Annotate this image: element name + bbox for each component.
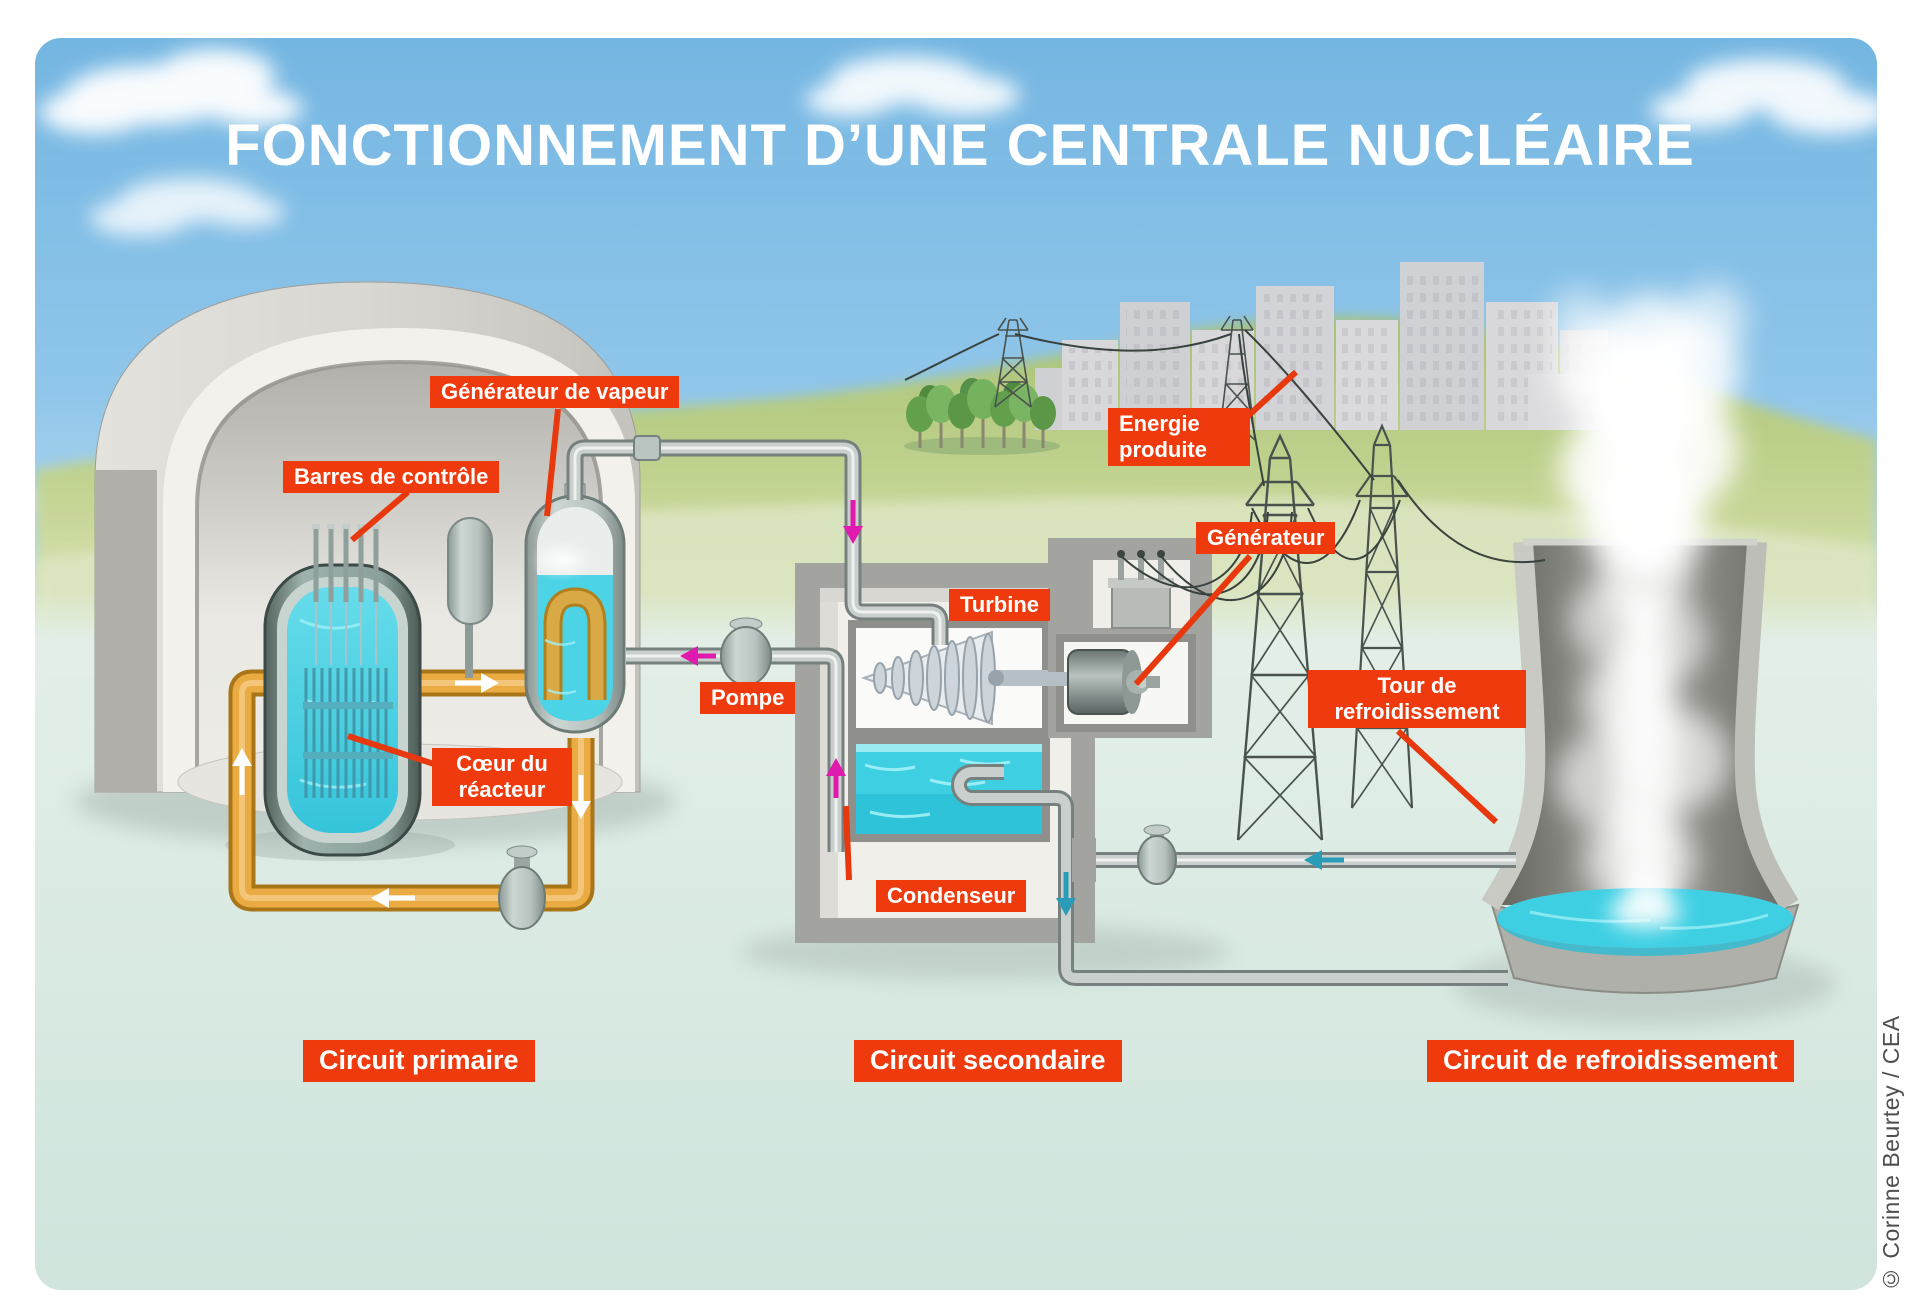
- steam-plume: [1548, 283, 1747, 585]
- control-rods: [312, 524, 380, 665]
- label-reactor-core: Cœur du réacteur: [432, 748, 572, 806]
- label-pump: Pompe: [700, 682, 796, 714]
- reactor-water: [287, 587, 398, 833]
- cooling-tower: [1455, 538, 1835, 1025]
- label-steam-generator: Générateur de vapeur: [430, 376, 680, 408]
- fuel-assembly: [304, 668, 388, 798]
- cooling-flow-arrows: [1056, 850, 1344, 916]
- turbine-machine: [861, 630, 1056, 726]
- reactor-vessel: [263, 524, 422, 857]
- label-circuit-cooling: Circuit de refroidissement: [1427, 1040, 1794, 1082]
- generator-machine: [1042, 649, 1160, 715]
- transformer: [1108, 550, 1174, 629]
- steam-inside-tower: [1555, 542, 1730, 905]
- label-cooling-tower: Tour de refroidissement: [1308, 670, 1526, 728]
- label-energy-produced: Energie produite: [1108, 408, 1250, 466]
- page-title: FONCTIONNEMENT D’UNE CENTRALE NUCLÉAIRE: [225, 113, 1695, 178]
- label-turbine: Turbine: [949, 589, 1051, 621]
- basin-foam: [1609, 872, 1681, 928]
- leader-generator: [1133, 554, 1253, 686]
- label-circuit-secondary: Circuit secondaire: [854, 1040, 1122, 1082]
- primary-circuit-pipes: [228, 669, 595, 912]
- label-control-rods: Barres de contrôle: [283, 461, 500, 493]
- label-generator: Générateur: [1196, 522, 1336, 554]
- steam-generator-u-tube: [546, 590, 604, 700]
- leader-reactor-core: [347, 733, 435, 767]
- secondary-flow-arrows: [680, 500, 863, 798]
- pylon-large-1: [1236, 433, 1324, 841]
- copyright-credit: © Corinne Beurtey / CEA: [1878, 1015, 1904, 1292]
- label-circuit-primary: Circuit primaire: [303, 1040, 535, 1082]
- transmission-pylons: [994, 315, 1414, 841]
- generator-annex: [1042, 538, 1212, 738]
- steam-generator: [524, 483, 626, 734]
- secondary-pump: [720, 617, 772, 686]
- cooling-pump: [1137, 824, 1177, 885]
- label-condenser: Condenseur: [876, 880, 1027, 912]
- clouds: [35, 49, 1877, 523]
- leader-condenser: [843, 805, 852, 881]
- leader-control-rods: [350, 489, 410, 543]
- pressurizer: [447, 517, 493, 678]
- leader-cooling-tower: [1395, 728, 1499, 825]
- primary-pump: [498, 845, 546, 930]
- trees: [904, 378, 1060, 455]
- primary-flow-arrows: [232, 673, 591, 908]
- leader-steam-generator: [544, 408, 561, 517]
